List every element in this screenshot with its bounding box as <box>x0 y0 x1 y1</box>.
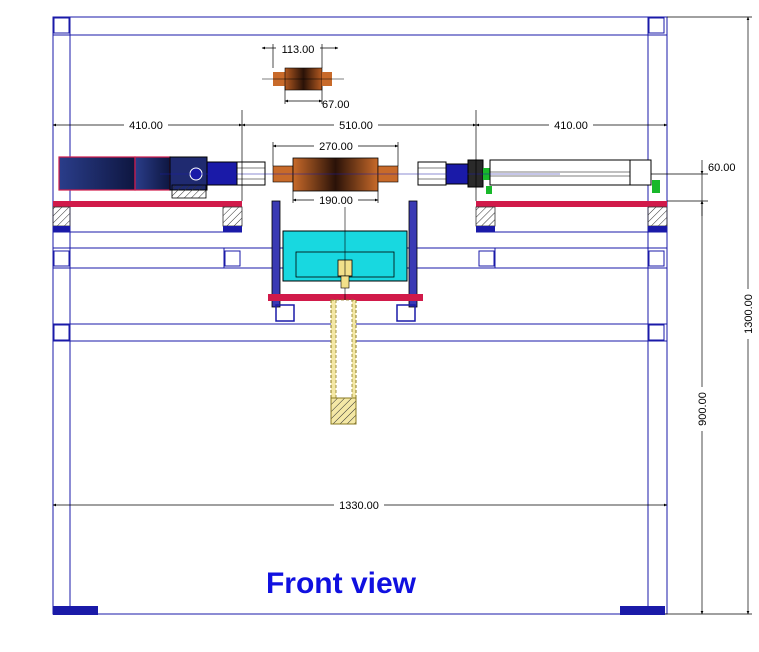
dimension-lines <box>52 16 752 615</box>
view-title: Front view <box>266 567 417 600</box>
left-support-table <box>52 201 243 232</box>
right-foot <box>620 606 665 615</box>
dim-offset: 60.00 <box>708 162 736 174</box>
dim-right-span: 410.00 <box>554 120 588 132</box>
dim-center-span: 510.00 <box>339 120 373 132</box>
machine-frame <box>52 16 668 615</box>
dim-table-height: 900.00 <box>697 392 709 426</box>
dim-total-height: 1300.00 <box>743 294 755 334</box>
dim-roll-length: 270.00 <box>319 141 353 153</box>
dim-left-span: 410.00 <box>129 120 163 132</box>
left-foot <box>53 606 98 615</box>
right-support-table <box>475 201 668 232</box>
dim-roll-sub: 190.00 <box>319 195 353 207</box>
dim-total-width: 1330.00 <box>339 500 379 512</box>
lifting-platform <box>268 195 423 322</box>
dim-part-sub: 67.00 <box>322 99 350 111</box>
right-push-cylinder <box>417 159 660 194</box>
lifting-cylinder <box>330 275 357 425</box>
left-drive-motor <box>58 156 266 199</box>
dim-part-length: 113.00 <box>282 44 315 56</box>
center-roll <box>272 157 399 192</box>
dimension-labels: 113.00 67.00 410.00 510.00 410.00 270.00… <box>124 42 755 512</box>
small-part-detail <box>262 67 344 91</box>
